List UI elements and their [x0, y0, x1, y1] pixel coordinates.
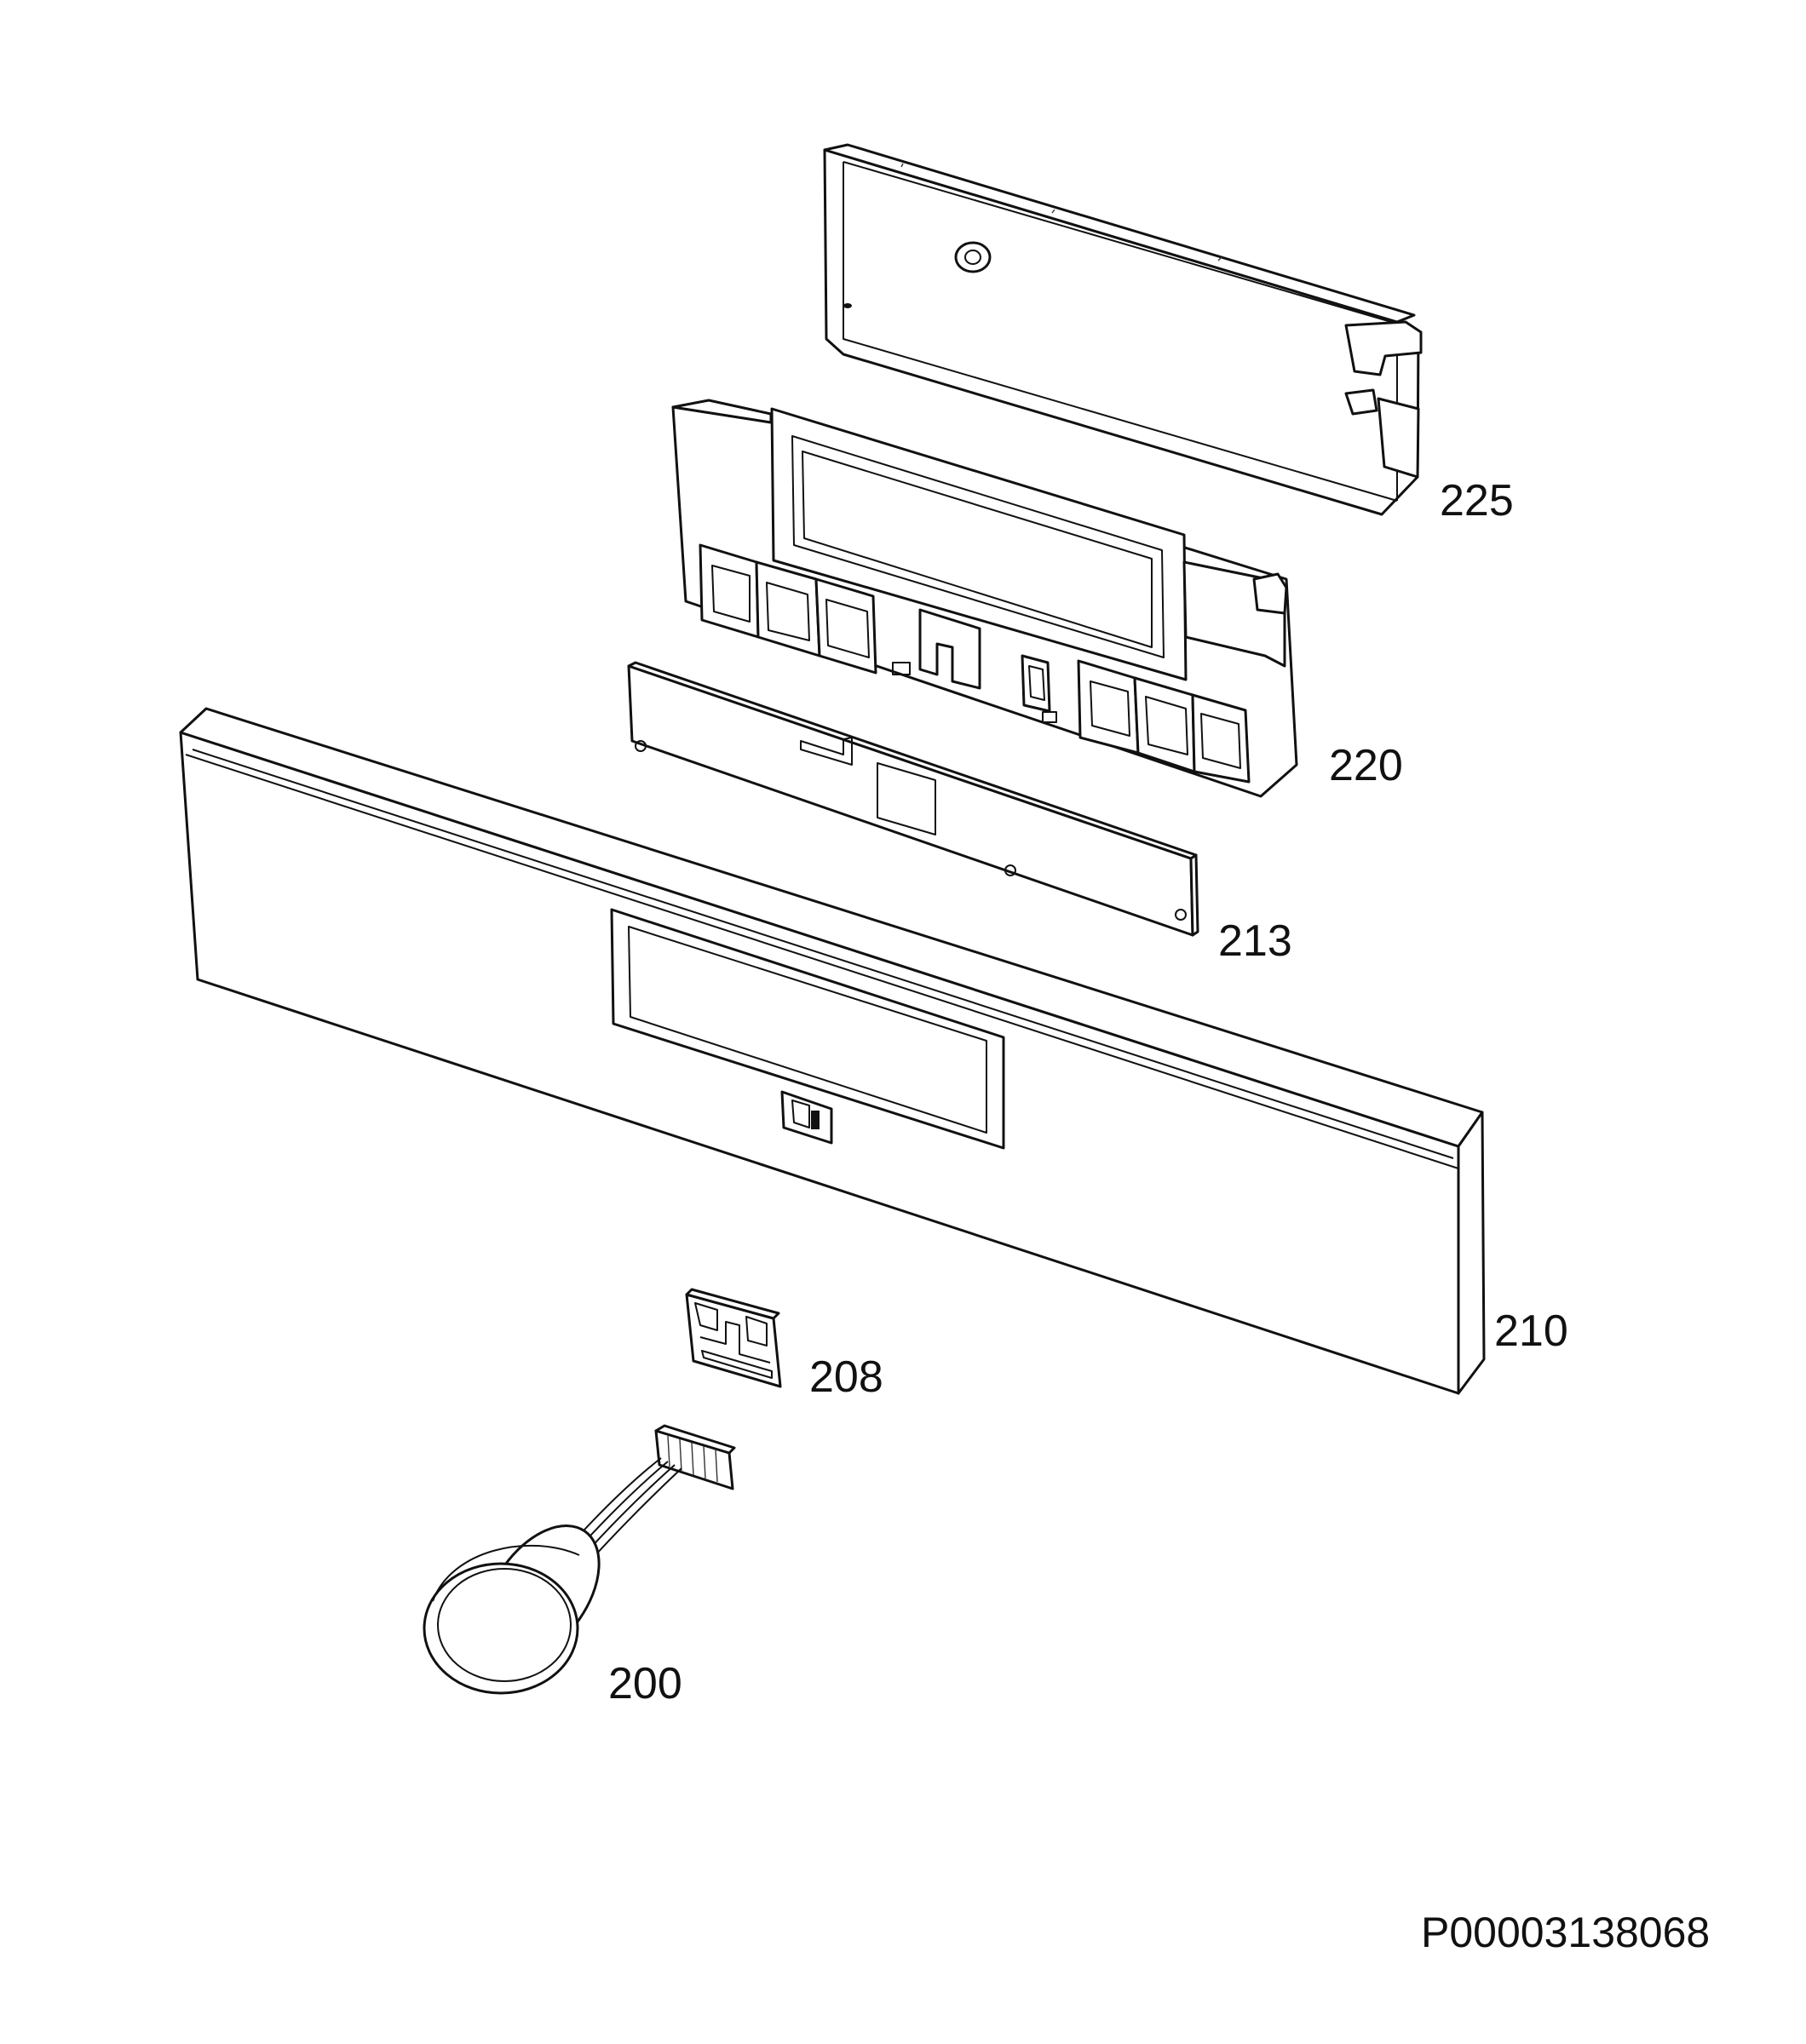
callout-208: 208	[809, 1352, 883, 1402]
part-220-display-frame[interactable]	[671, 399, 1298, 798]
part-210-control-panel[interactable]	[179, 707, 1486, 1395]
part-225-rear-cover[interactable]	[823, 143, 1423, 516]
part-208-bracket[interactable]	[685, 1288, 782, 1388]
callout-220: 220	[1329, 741, 1403, 790]
part-213-circuit-board[interactable]	[627, 661, 1199, 937]
part-200-control-knob[interactable]	[423, 1424, 736, 1695]
callout-210: 210	[1494, 1306, 1568, 1356]
callout-200: 200	[608, 1659, 682, 1708]
callout-225: 225	[1440, 476, 1514, 525]
callout-213: 213	[1218, 916, 1292, 966]
drawing-number: P00003138068	[1421, 1909, 1710, 1956]
